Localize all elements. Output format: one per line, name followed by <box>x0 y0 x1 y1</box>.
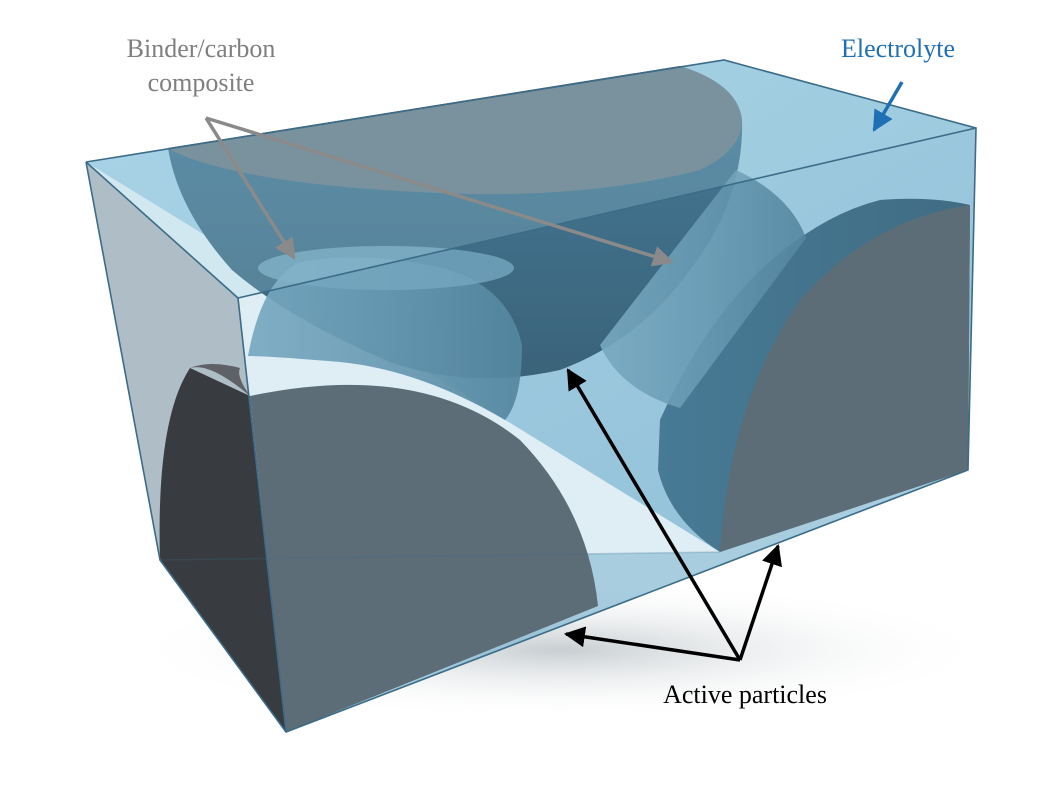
binder-arrow-left <box>204 117 296 260</box>
active-arrow-right <box>738 544 782 661</box>
binder-arrow-right <box>205 116 675 267</box>
active-particle-right-face <box>720 205 970 552</box>
binder-carbon-label: Binder/carbon composite <box>96 32 306 100</box>
electrolyte-box-top <box>86 60 976 298</box>
active-particle-left-top <box>190 364 250 396</box>
electrolyte-box-edges <box>85 59 977 733</box>
electrolyte-box-front <box>238 128 976 732</box>
active-arrow-left <box>563 626 741 662</box>
active-arrow-top <box>566 368 742 661</box>
binder-connector-right <box>600 170 806 408</box>
electrolyte-label: Electrolyte <box>840 34 956 63</box>
binder-carbon-label-line1: Binder/carbon <box>126 34 276 63</box>
electrolyte-arrow <box>872 81 904 132</box>
binder-carbon-label-line2: composite <box>147 68 255 97</box>
active-particles-label: Active particles <box>663 680 827 709</box>
active-particle-left-side <box>159 368 286 732</box>
binder-connector-left <box>248 257 522 420</box>
active-particle-top-cap <box>168 66 742 195</box>
active-particle-left-face <box>250 384 598 732</box>
